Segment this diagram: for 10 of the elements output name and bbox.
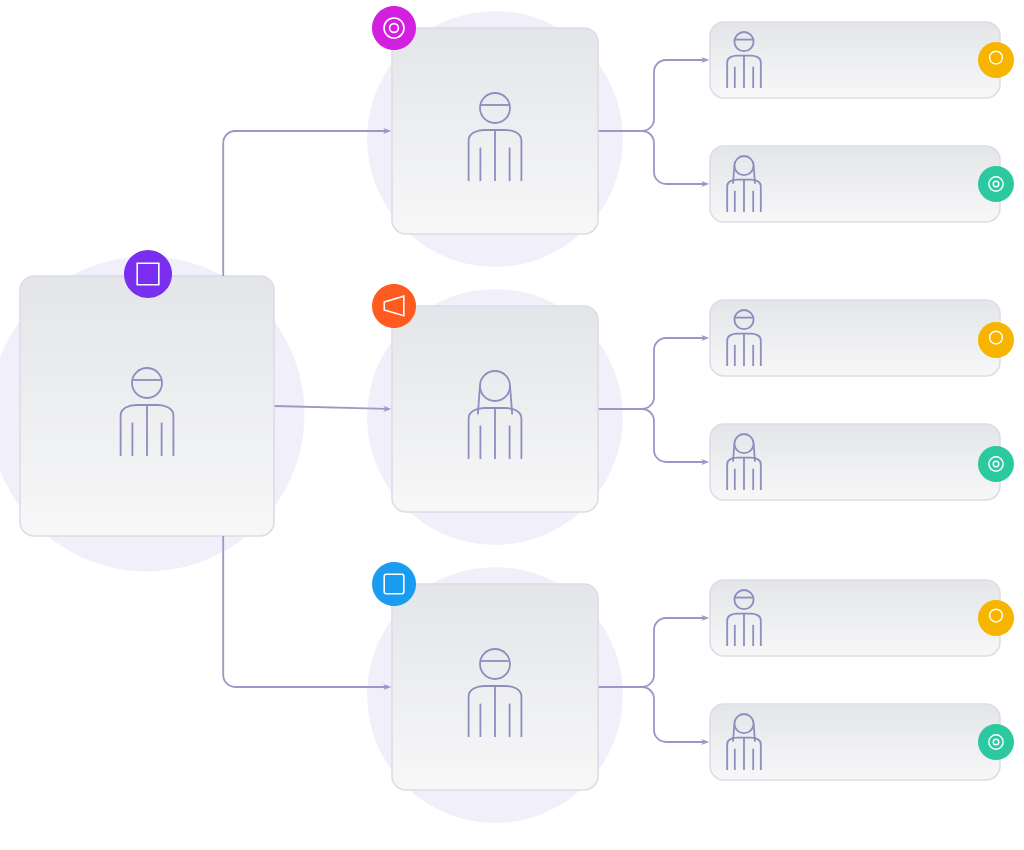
card (391, 583, 599, 791)
card (709, 21, 1001, 99)
card (709, 579, 1001, 657)
card (19, 275, 275, 537)
card (709, 423, 1001, 501)
card (709, 703, 1001, 781)
card (709, 299, 1001, 377)
card (709, 145, 1001, 223)
card (391, 27, 599, 235)
card (391, 305, 599, 513)
